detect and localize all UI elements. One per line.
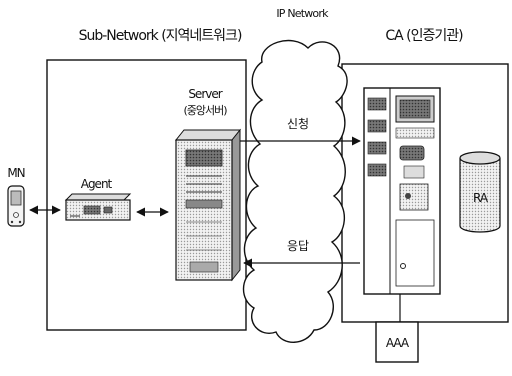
mn-label: MN [7, 166, 24, 180]
subnetwork-box [46, 59, 247, 331]
request-label: 신청 [287, 117, 309, 131]
ca-server-rack-icon [363, 87, 441, 295]
ipnetwork-label: IP Network [276, 7, 329, 20]
agent-label: Agent [81, 177, 113, 191]
aaa-label: AAA [386, 336, 410, 350]
server-label-line2: (중앙서버) [183, 104, 227, 117]
aaa-box-icon [375, 321, 419, 363]
database-cylinder-icon [459, 151, 501, 233]
ca-box [341, 63, 509, 323]
subnetwork-label: Sub-Network (지역네트워크) [79, 28, 242, 44]
ra-label: RA [473, 191, 489, 205]
ca-label: CA (인증기관) [385, 28, 463, 44]
cloud-icon [242, 39, 348, 343]
agent-device-icon [64, 193, 132, 221]
server-label-line1: Server [188, 87, 222, 101]
pda-icon [7, 185, 25, 227]
server-tower-icon [174, 128, 242, 282]
response-label: 응답 [287, 239, 309, 253]
